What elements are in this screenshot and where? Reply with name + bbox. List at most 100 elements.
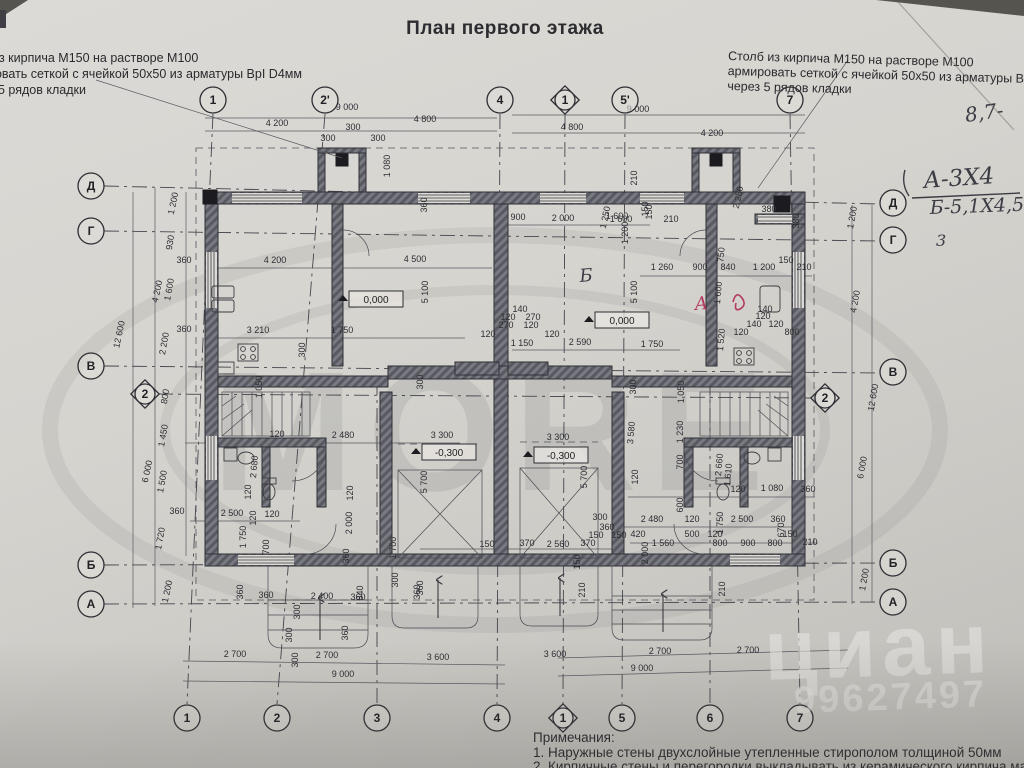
elevation-mark: 0,000 xyxy=(584,311,650,329)
axis-bubble: 4 xyxy=(486,86,514,114)
roof-outline xyxy=(195,147,815,601)
brick-pillar xyxy=(709,153,723,167)
axis-bubble: Д xyxy=(77,172,105,200)
dimension-label: 12 600 xyxy=(866,383,881,412)
dimension-label: 840 xyxy=(720,262,735,272)
dimension-label: 2 000 xyxy=(344,512,354,535)
axis-label: 4 xyxy=(497,93,504,107)
dimension-label: 120 xyxy=(264,509,279,519)
handwritten-bracket xyxy=(902,169,910,197)
red-scribble xyxy=(732,294,745,311)
brick-pillar xyxy=(335,153,349,167)
elevation-mark: -0,300 xyxy=(411,443,477,461)
dimension-label: 1 750 xyxy=(238,526,248,549)
dimension-label: 2 400 xyxy=(311,591,334,601)
dimension-label: 4 200 xyxy=(848,290,862,314)
dimension-label: 210 xyxy=(663,214,678,224)
dimension-label: 9 000 xyxy=(336,102,359,112)
dimension-label: 150 xyxy=(572,554,582,569)
dimension-label: 300 xyxy=(628,379,638,394)
dimension-label: 420 xyxy=(630,529,645,539)
leader-lines xyxy=(95,59,849,189)
dimension-label: 210 xyxy=(717,581,727,596)
handwritten-note: А xyxy=(692,293,709,315)
kitchen-sink-left xyxy=(211,285,235,299)
dimension-label: 120 xyxy=(523,320,538,330)
dimension-label: 4 800 xyxy=(561,122,584,132)
dimension-label: 360 xyxy=(340,625,350,640)
axis-label: Б xyxy=(889,556,898,570)
dimension-label: 2 660 xyxy=(713,453,725,476)
elevation-value: -0,300 xyxy=(435,448,464,459)
axis-label: А xyxy=(87,597,96,611)
dimension-label: 2 000 xyxy=(552,213,575,223)
dimension-label: 150 xyxy=(778,255,793,265)
dimension-label: 300 xyxy=(297,342,307,357)
axis-bubble: А xyxy=(879,588,907,616)
dimension-label: 5 100 xyxy=(629,281,639,304)
axis-label: 2 xyxy=(142,387,149,401)
axis-bubble: Г xyxy=(77,217,105,245)
dimension-label: 800 xyxy=(159,388,171,405)
axis-bubble: В xyxy=(77,352,105,380)
brick-pillar xyxy=(202,189,218,205)
dimension-label: 120 xyxy=(544,329,559,339)
windows xyxy=(206,193,804,565)
dimension-label: 210 xyxy=(796,262,811,272)
dimension-label: 1 260 xyxy=(651,262,674,272)
dimension-label: 120 xyxy=(768,319,783,329)
dimension-label: 900 xyxy=(510,212,525,222)
dimension-label: 1 080 xyxy=(382,155,392,178)
dimension-label: 3 300 xyxy=(431,430,454,440)
dimension-label: 300 xyxy=(284,627,294,642)
dimension-label: 930 xyxy=(164,234,176,251)
dimension-label: 1 080 xyxy=(761,483,784,493)
dimension-label: 1 750 xyxy=(641,339,664,349)
dimension-label: 120 xyxy=(269,429,284,439)
axis-bubble: 7 xyxy=(776,86,804,114)
drawing-title: План первого этажа xyxy=(406,18,604,39)
stove-right xyxy=(733,347,755,366)
elevation-mark: 0,000 xyxy=(338,290,404,308)
kitchen-sink-right xyxy=(759,285,781,313)
appliance-left xyxy=(217,361,235,375)
door-swing xyxy=(305,523,337,555)
dimension-label: 1 230 xyxy=(675,421,685,444)
handwritten-extras xyxy=(732,169,1021,311)
dimension-label: 600 xyxy=(675,497,685,512)
dimension-label: 300 xyxy=(370,133,385,143)
axis-bubble: Г xyxy=(879,226,907,254)
axis-diamond: 2 xyxy=(129,378,161,410)
note-top-right-line3: через 5 рядов кладки xyxy=(727,79,852,96)
dimension-label: 1 560 xyxy=(652,538,675,548)
dimension-label: 1 050 xyxy=(676,381,686,404)
dimension-label: 120 xyxy=(707,529,722,539)
dimension-label: 3 580 xyxy=(625,421,637,444)
axis-label: Г xyxy=(890,233,897,247)
axis-label: 1 xyxy=(210,93,217,107)
dimension-label: 360 xyxy=(800,484,815,494)
dimension-label: 380 xyxy=(791,213,801,228)
dimension-label: 5 100 xyxy=(420,281,430,304)
dimension-label: 120 xyxy=(684,514,699,524)
dimension-label: 2 500 xyxy=(731,514,754,524)
dimension-label: 1 200 xyxy=(845,206,859,230)
dimension-label: 140 xyxy=(757,304,772,314)
dimension-label: 1 450 xyxy=(156,424,170,448)
dimension-label: 300 xyxy=(320,133,335,143)
dimension-label: 360 xyxy=(770,514,785,524)
elevation-mark: -0,300 xyxy=(523,446,589,464)
dimension-label: 150 xyxy=(644,204,654,219)
dimension-label: 4 800 xyxy=(414,114,437,124)
dimension-label: 150 xyxy=(611,530,626,540)
dimension-label: 300 xyxy=(592,512,607,522)
dimension-label: 1 500 xyxy=(155,470,169,494)
dimension-label: 360 xyxy=(176,255,191,265)
washbasin-right xyxy=(743,451,761,465)
dimension-label: 120 xyxy=(248,510,258,525)
dimension-label: 1 610 xyxy=(722,463,734,486)
toilet-left xyxy=(261,477,277,501)
dimension-label: 150 xyxy=(479,539,494,549)
